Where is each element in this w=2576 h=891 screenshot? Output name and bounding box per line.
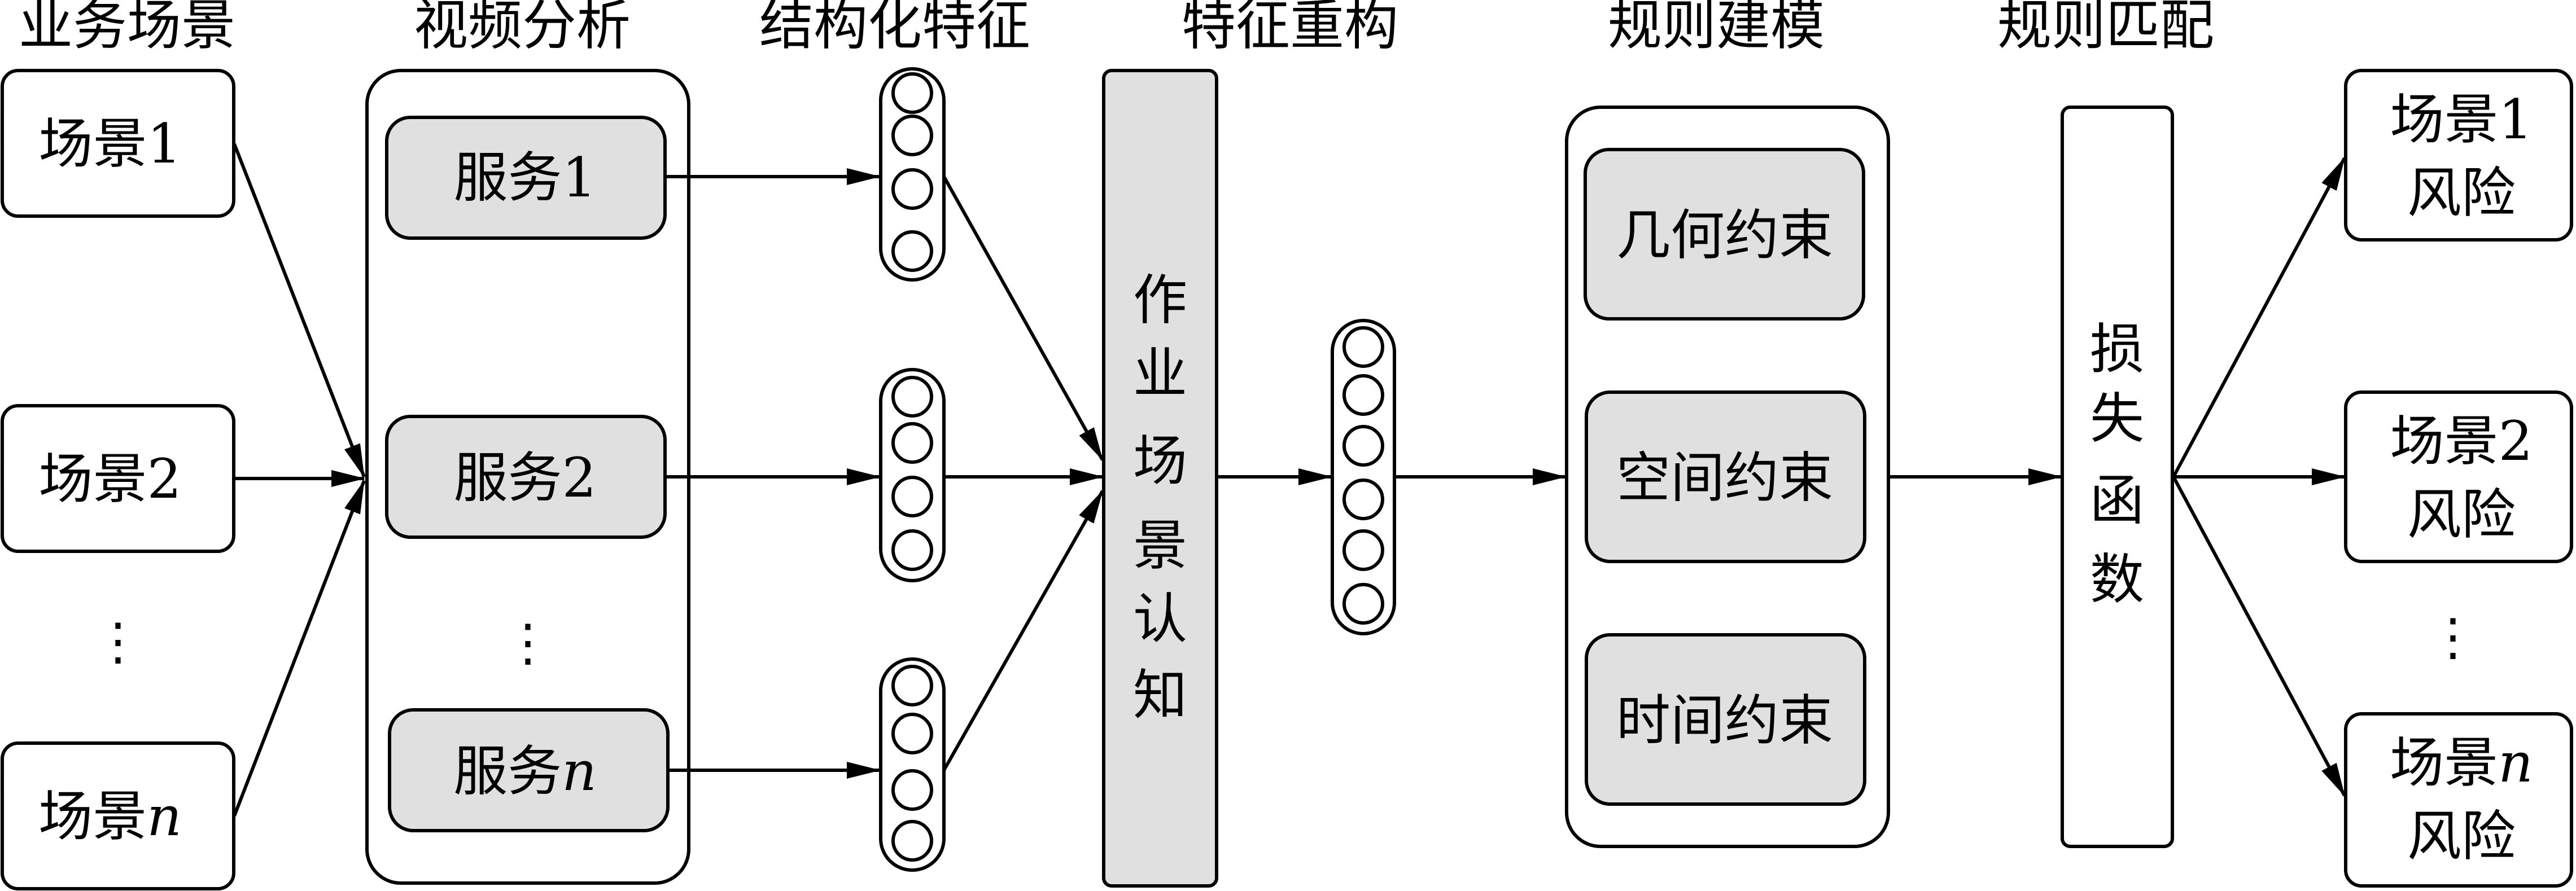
- arrow-featuren-to-cognition: [942, 490, 1104, 771]
- reconstructed-node: [1342, 529, 1384, 571]
- feature-node: [891, 476, 933, 517]
- risk-1-box: [2344, 69, 2573, 242]
- header-rule-matching: 规则匹配: [1997, 0, 2214, 57]
- header-video-analysis: 视频分析: [414, 0, 631, 57]
- reconstructed-node: [1342, 583, 1384, 625]
- cognition-char-2: 场: [1133, 429, 1187, 493]
- scenario-1-label: 场景1: [38, 112, 181, 175]
- spatial-constraint-box: [1585, 390, 1866, 563]
- reconstructed-node: [1342, 326, 1384, 368]
- feature-node: [891, 713, 933, 754]
- feature-node: [891, 168, 933, 210]
- reconstructed-node: [1342, 374, 1384, 416]
- temporal-constraint-label: 时间约束: [1616, 689, 1833, 752]
- feature-node: [891, 665, 933, 706]
- feature-node: [891, 529, 933, 571]
- risk-2-line2: 风险: [2407, 483, 2516, 546]
- connectors: [233, 143, 2346, 817]
- arrow-loss-to-riskn: [2172, 476, 2346, 797]
- scenario-2-box: [1, 404, 235, 553]
- cognition-char-4: 认: [1133, 587, 1187, 651]
- feature-node: [891, 230, 933, 272]
- arrow-feature1-to-cognition: [942, 175, 1104, 461]
- spatial-constraint-label: 空间约束: [1616, 446, 1833, 510]
- arrow-scenarion-to-analysis: [233, 480, 366, 817]
- risk-n-line1: 场景n: [2390, 731, 2533, 795]
- arrow-loss-to-risk1: [2172, 157, 2346, 478]
- loss-char-0: 损: [2090, 318, 2144, 381]
- risk-1-line2: 风险: [2407, 161, 2516, 225]
- header-feature-reconstruction: 特征重构: [1182, 0, 1398, 57]
- service-1-box: [385, 116, 667, 240]
- risk-n-line2: 风险: [2407, 805, 2516, 868]
- risk-n-box: [2344, 712, 2573, 888]
- temporal-constraint-box: [1585, 633, 1866, 806]
- header-rule-modeling: 规则建模: [1608, 0, 1825, 57]
- column-headers: 业务场景 视频分析 结构化特征 特征重构 规则建模 规则匹配: [19, 0, 2214, 57]
- scenario-ellipsis: ⋮: [93, 612, 143, 671]
- operation-scene-cognition-box: [1102, 69, 1218, 888]
- feature-vector-n: [879, 657, 946, 872]
- cognition-char-0: 作: [1133, 269, 1187, 332]
- header-business-scenario: 业务场景: [19, 0, 235, 57]
- feature-node: [891, 376, 933, 418]
- feature-node: [891, 820, 933, 862]
- service-n-label: 服务n: [453, 740, 597, 803]
- risk-2-line1: 场景2: [2390, 410, 2533, 473]
- loss-function-box: [2061, 106, 2174, 848]
- feature-node: [891, 72, 933, 114]
- loss-char-2: 函: [2090, 469, 2144, 532]
- feature-node: [891, 422, 933, 464]
- risk-2-box: [2344, 390, 2573, 563]
- cognition-char-1: 业: [1133, 342, 1187, 405]
- service-1-label: 服务1: [453, 146, 596, 209]
- loss-char-1: 失: [2090, 387, 2144, 450]
- reconstructed-node: [1342, 425, 1384, 467]
- risk-1-line1: 场景1: [2390, 88, 2533, 151]
- cognition-char-3: 景: [1133, 514, 1187, 577]
- header-structured-features: 结构化特征: [759, 0, 1030, 57]
- feature-node: [891, 769, 933, 811]
- cognition-char-5: 知: [1133, 664, 1187, 727]
- scenario-boxes: [1, 69, 235, 890]
- scenario-1-box: [1, 69, 235, 218]
- service-n-box: [388, 708, 670, 832]
- reconstructed-node: [1342, 479, 1384, 520]
- feature-node: [891, 115, 933, 156]
- service-2-label: 服务2: [453, 446, 596, 510]
- scenario-2-label: 场景2: [38, 447, 181, 511]
- arrow-scenario1-to-analysis: [233, 143, 366, 478]
- geometric-constraint-label: 几何约束: [1616, 204, 1833, 267]
- loss-char-3: 数: [2090, 548, 2144, 611]
- risk-ellipsis: ⋮: [2428, 608, 2478, 667]
- scenario-n-box: [1, 741, 235, 890]
- scenario-n-label: 场景n: [38, 785, 182, 848]
- service-2-box: [385, 415, 667, 539]
- service-ellipsis: ⋮: [502, 613, 553, 673]
- geometric-constraint-box: [1584, 148, 1865, 321]
